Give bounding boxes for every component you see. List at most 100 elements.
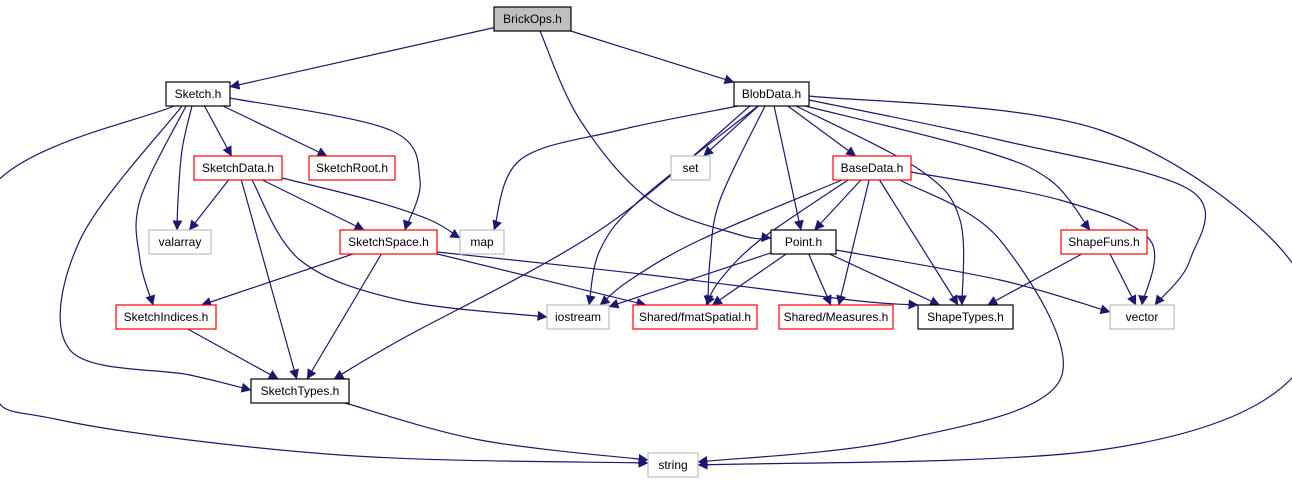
edge-blobdata-to-shapefuns <box>804 105 1091 231</box>
node-sketchindices[interactable]: SketchIndices.h <box>115 304 217 330</box>
node-box-blobdata <box>733 81 810 107</box>
node-string[interactable]: string <box>647 452 699 478</box>
edge-basedata-to-vector <box>910 171 1156 306</box>
edge-sketchdata-to-map <box>281 177 461 239</box>
node-point[interactable]: Point.h <box>770 229 837 255</box>
edge-blobdata-to-map <box>492 105 739 231</box>
node-label-string: string <box>658 458 687 472</box>
edge-sketchspace-to-sketchtypes <box>306 253 382 380</box>
edge-sketch-to-string <box>0 105 649 468</box>
node-label-shapefuns: ShapeFuns.h <box>1068 235 1139 249</box>
node-basedata[interactable]: BaseData.h <box>832 155 912 181</box>
edge-sketchdata-to-iostream <box>251 179 548 321</box>
node-label-fmatspatial: Shared/fmatSpatial.h <box>639 310 751 324</box>
edge-basedata-to-iostream <box>599 179 843 306</box>
edge-sketch-to-sketchindices <box>135 105 187 306</box>
node-box-string <box>647 452 699 478</box>
node-box-brickops <box>493 6 572 32</box>
edge-blobdata-to-basedata <box>787 105 857 157</box>
node-sketchroot[interactable]: SketchRoot.h <box>308 155 396 181</box>
node-label-valarray: valarray <box>159 235 202 249</box>
edge-sketchspace-to-fmatspatial <box>436 253 647 308</box>
node-label-vector: vector <box>1126 310 1159 324</box>
node-box-measures <box>778 304 894 330</box>
edge-basedata-to-fmatspatial <box>705 179 849 306</box>
edge-sketchspace-to-shapetypes <box>436 251 919 310</box>
node-box-sketchspace <box>339 229 438 255</box>
edge-sketch-to-valarray <box>172 105 193 231</box>
node-vector[interactable]: vector <box>1109 304 1175 330</box>
node-sketchtypes[interactable]: SketchTypes.h <box>250 378 350 404</box>
edge-sketch-to-sketchspace <box>229 97 421 231</box>
node-box-sketchindices <box>115 304 217 330</box>
node-box-vector <box>1109 304 1175 330</box>
node-box-basedata <box>832 155 912 181</box>
edge-brickops-to-sketch <box>229 27 495 90</box>
edge-sketch-to-sketchroot <box>222 105 328 157</box>
edge-basedata-to-measures <box>836 179 870 306</box>
edge-point-to-vector <box>835 249 1111 315</box>
node-set[interactable]: set <box>670 155 711 181</box>
node-label-shapetypes: ShapeTypes.h <box>927 310 1004 324</box>
node-label-blobdata: BlobData.h <box>742 87 801 101</box>
node-shapefuns[interactable]: ShapeFuns.h <box>1060 229 1148 255</box>
node-sketch[interactable]: Sketch.h <box>165 81 231 107</box>
node-box-sketchtypes <box>250 378 350 404</box>
node-label-basedata: BaseData.h <box>841 161 904 175</box>
node-label-sketchtypes: SketchTypes.h <box>261 384 340 398</box>
node-blobdata[interactable]: BlobData.h <box>733 81 810 107</box>
edge-sketch-to-sketchtypes <box>59 105 252 393</box>
node-brickops[interactable]: BrickOps.h <box>493 6 572 32</box>
edge-point-to-shapetypes <box>829 253 941 306</box>
node-box-shapetypes <box>917 304 1014 330</box>
edge-sketchdata-to-sketchtypes <box>240 179 299 380</box>
node-fmatspatial[interactable]: Shared/fmatSpatial.h <box>632 304 758 330</box>
node-box-fmatspatial <box>632 304 758 330</box>
edge-blobdata-to-iostream <box>585 105 759 306</box>
edge-sketchdata-to-valarray <box>188 179 230 231</box>
edge-blobdata-to-string <box>697 95 1292 470</box>
edge-basedata-to-point <box>814 179 862 231</box>
edge-blobdata-to-vector <box>808 99 1206 306</box>
node-box-sketchroot <box>308 155 396 181</box>
node-map[interactable]: map <box>459 229 505 255</box>
node-box-map <box>459 229 505 255</box>
node-iostream[interactable]: iostream <box>546 304 610 330</box>
edge-blobdata-to-fmatspatial <box>703 105 766 306</box>
edge-brickops-to-point <box>539 30 772 243</box>
node-label-map: map <box>470 235 494 249</box>
edge-blobdata-to-set <box>703 105 759 157</box>
edge-basedata-to-string <box>697 179 1064 466</box>
edge-sketchtypes-to-string <box>344 402 649 464</box>
edge-shapefuns-to-shapetypes <box>987 253 1083 306</box>
node-label-sketch: Sketch.h <box>175 87 222 101</box>
edge-blobdata-to-point <box>773 105 804 231</box>
node-box-point <box>770 229 837 255</box>
node-shapetypes[interactable]: ShapeTypes.h <box>917 304 1014 330</box>
node-label-brickops: BrickOps.h <box>503 12 562 26</box>
edge-sketchindices-to-sketchtypes <box>187 328 279 380</box>
edge-sketch-to-sketchdata <box>203 105 233 157</box>
node-label-sketchspace: SketchSpace.h <box>348 235 429 249</box>
node-box-set <box>670 155 711 181</box>
edges <box>0 27 1292 470</box>
node-label-sketchdata: SketchData.h <box>202 161 274 175</box>
edge-blobdata-to-shapetypes <box>795 105 967 306</box>
node-valarray[interactable]: valarray <box>148 229 212 255</box>
edge-sketchdata-to-sketchspace <box>262 179 365 231</box>
edge-basedata-to-shapetypes <box>879 179 959 306</box>
node-sketchspace[interactable]: SketchSpace.h <box>339 229 438 255</box>
node-label-sketchroot: SketchRoot.h <box>316 161 388 175</box>
edge-point-to-fmatspatial <box>711 253 787 306</box>
node-measures[interactable]: Shared/Measures.h <box>778 304 894 330</box>
node-box-iostream <box>546 304 610 330</box>
edge-sketchspace-to-sketchindices <box>201 253 354 307</box>
node-box-shapefuns <box>1060 229 1148 255</box>
edge-point-to-measures <box>808 253 832 306</box>
edge-brickops-to-blobdata <box>570 30 735 85</box>
node-sketchdata[interactable]: SketchData.h <box>193 155 283 181</box>
node-label-iostream: iostream <box>555 310 601 324</box>
node-box-sketch <box>165 81 231 107</box>
